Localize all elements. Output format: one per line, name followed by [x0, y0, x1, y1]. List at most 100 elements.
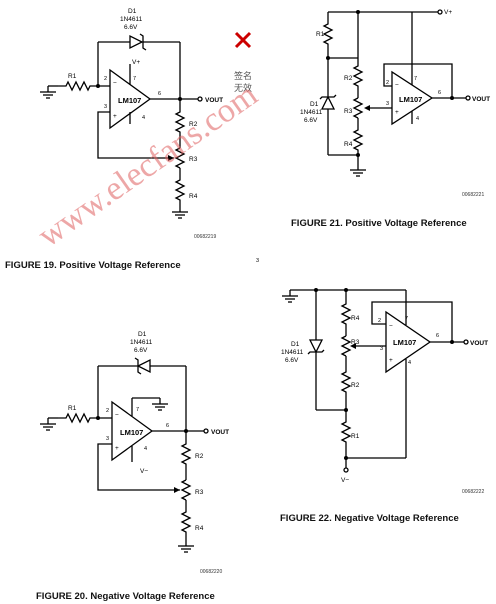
r2-label: R2	[189, 121, 198, 128]
opamp-label: LM107	[393, 338, 416, 347]
vplus-label: V+	[132, 59, 140, 66]
vminus-label: V−	[341, 477, 349, 484]
pin-2-label: 2	[104, 76, 107, 82]
figure-code: 00682220	[200, 569, 222, 575]
inverting-input-sign: −	[113, 80, 117, 87]
pin-6-label: 6	[436, 333, 439, 339]
output-terminal	[465, 95, 471, 101]
resistor-r1	[322, 12, 334, 58]
pin-3-label: 3	[386, 101, 389, 107]
vout-label: VOUT	[205, 97, 223, 104]
potentiometer-r3	[352, 97, 364, 119]
zener-diode-d1	[129, 34, 144, 50]
zener-diode-d1	[136, 358, 151, 374]
r3-label: R3	[195, 489, 204, 496]
pin-3-label: 3	[106, 436, 109, 442]
figure-code: 00682221	[462, 192, 484, 198]
pin-2-label: 2	[386, 80, 389, 86]
zener-diode-d1	[320, 95, 336, 110]
vout-label: VOUT	[472, 96, 490, 103]
resistor-r4	[352, 118, 364, 170]
vminus-label: V−	[140, 468, 148, 475]
pin-7-label: 7	[414, 76, 417, 82]
pin-6-label: 6	[158, 91, 161, 97]
output-terminal	[197, 96, 203, 102]
pin-2-label: 2	[378, 318, 381, 324]
pin-3-label: 3	[104, 104, 107, 110]
diode-voltage-label: 6.6V	[304, 117, 318, 124]
r1-label: R1	[316, 31, 325, 38]
r4-label: R4	[351, 315, 360, 322]
r2-label: R2	[351, 382, 360, 389]
figure-20: LM107 − + 2 3 7 4 6 V− R1 D1 1N4611	[36, 331, 229, 602]
resistor-r2	[340, 356, 352, 410]
pin-7-label: 7	[136, 407, 139, 413]
figure-19: LM107 − + 2 3 7 4 6 V+ R1 D1 1N4611 6.6V	[5, 8, 223, 271]
opamp-label: LM107	[399, 95, 422, 104]
diode-ref-label: D1	[128, 8, 137, 15]
diode-ref-label: D1	[310, 101, 319, 108]
r4-label: R4	[195, 525, 204, 532]
opamp-label: LM107	[120, 428, 143, 437]
resistor-r1	[58, 80, 110, 92]
pin-4-label: 4	[408, 360, 411, 366]
resistor-r1	[58, 412, 112, 424]
resistor-r2	[174, 99, 186, 148]
figure-code: 00682219	[194, 234, 216, 240]
diode-voltage-label: 6.6V	[124, 24, 138, 31]
vplus-terminal	[437, 9, 443, 15]
vout-label: VOUT	[211, 429, 229, 436]
figure-caption: FIGURE 19. Positive Voltage Reference	[5, 260, 181, 271]
noninverting-input-sign: +	[115, 445, 119, 452]
diode-ref-label: D1	[138, 331, 147, 338]
stamp-line-1: 签名	[234, 70, 252, 82]
figure-caption: FIGURE 20. Negative Voltage Reference	[36, 591, 215, 602]
vminus-terminal	[343, 467, 349, 473]
signature-stamp: 签名 无效	[234, 31, 252, 94]
noninverting-input-sign: +	[113, 113, 117, 120]
resistor-r2	[352, 58, 364, 98]
resistor-r4	[340, 290, 352, 336]
noninverting-input-sign: +	[395, 109, 399, 116]
diode-part-label: 1N4611	[300, 109, 323, 116]
r2-label: R2	[344, 75, 353, 82]
diode-part-label: 1N4611	[120, 16, 143, 23]
figure-21: V+ R1 D1 1N4611 6.6V R2 R3 R4 LM107 − + …	[291, 9, 490, 229]
pin-3-label: 3	[380, 346, 383, 352]
diode-part-label: 1N4611	[281, 349, 304, 356]
watermark: www.elecfans.com	[31, 76, 264, 254]
potentiometer-r3	[174, 147, 186, 169]
r4-label: R4	[189, 193, 198, 200]
noninverting-input-sign: +	[389, 357, 393, 364]
red-cross-icon	[234, 31, 252, 49]
r1-label: R1	[68, 405, 77, 412]
r3-label: R3	[351, 339, 360, 346]
pin-4-label: 4	[416, 116, 419, 122]
diode-voltage-label: 6.6V	[285, 357, 299, 364]
pin-6-label: 6	[166, 423, 169, 429]
vplus-label: V+	[444, 9, 452, 16]
potentiometer-r3	[340, 335, 352, 357]
pin-4-label: 4	[144, 446, 147, 452]
r3-label: R3	[189, 156, 198, 163]
zener-diode-d1	[308, 339, 324, 354]
opamp-label: LM107	[118, 96, 141, 105]
output-terminal	[463, 339, 469, 345]
diode-part-label: 1N4611	[130, 339, 153, 346]
inverting-input-sign: −	[395, 82, 399, 89]
opamp-symbol	[385, 310, 432, 374]
resistor-r1	[340, 410, 352, 458]
output-terminal	[203, 428, 209, 434]
pin-4-label: 4	[142, 115, 145, 121]
figure-caption: FIGURE 22. Negative Voltage Reference	[280, 513, 459, 524]
r4-label: R4	[344, 141, 353, 148]
opamp-symbol	[111, 400, 154, 462]
figure-22: D1 1N4611 6.6V R4 R3 R2 R1 V− LM107 − + …	[280, 288, 488, 524]
diode-voltage-label: 6.6V	[134, 347, 148, 354]
r1-label: R1	[68, 73, 77, 80]
figure-caption: FIGURE 21. Positive Voltage Reference	[291, 218, 467, 229]
r3-label: R3	[344, 108, 353, 115]
diode-ref-label: D1	[291, 341, 300, 348]
resistor-r4	[180, 500, 192, 546]
